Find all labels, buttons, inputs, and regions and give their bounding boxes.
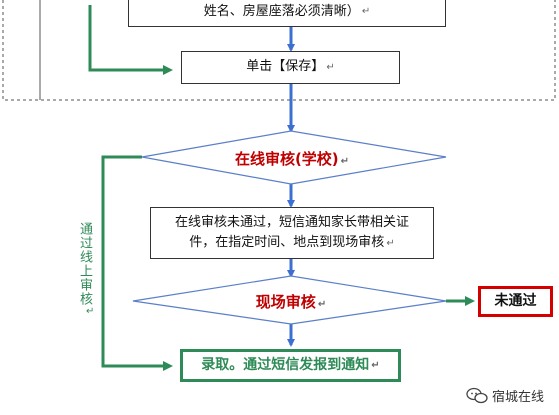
box-fill-info-text: 姓名、房屋座落必须清晰） [203,3,360,19]
return-mark: ↵ [386,238,395,249]
box-fill-info: 姓名、房屋座落必须清晰）↵ [128,0,446,27]
online-pass-side-text: 通过线上审核 [77,222,92,306]
return-mark: ↵ [361,6,371,18]
watermark-text: 宿城在线 [492,390,545,405]
fail-notice-line2: 件，在指定时间、地点到现场审核 [189,235,385,250]
box-fail-notice: 在线审核未通过，短信通知家长带相关证 件，在指定时间、地点到现场审核↵ [150,207,434,259]
diamond-onsite-review [132,275,447,325]
onsite-review-text: 现场审核 [255,293,316,311]
not-passed-text: 未通过 [494,292,537,309]
box-admission: 录取。通过短信发报到通知↵ [180,349,401,382]
dashed-frame [2,0,556,101]
return-mark: ↵ [340,156,350,167]
side-return-mark: ↵ [86,306,95,317]
admission-text: 录取。通过短信发报到通知 [201,356,370,373]
return-mark: ↵ [326,61,335,73]
onsite-review-label: 现场审核↵ [232,291,350,312]
box-save-text: 单击【保存】 [246,59,325,75]
diamond-online-review [141,130,447,185]
watermark-badge: 宿城在线 [466,386,544,405]
chat-bubble-icon [466,387,488,403]
box-save: 单击【保存】↵ [181,51,400,84]
return-mark: ↵ [371,359,380,371]
online-review-label: 在线审核(学校)↵ [212,148,372,169]
green-bypass-arrow [101,155,173,371]
green-arrow-top [88,5,173,75]
online-review-text: 在线审核(学校) [234,150,339,168]
box-not-passed: 未通过 [478,286,553,317]
online-pass-side-label: 通过线上审核 [75,222,94,306]
fail-notice-line1: 在线审核未通过，短信通知家长带相关证 [174,214,409,230]
return-mark: ↵ [317,299,327,310]
